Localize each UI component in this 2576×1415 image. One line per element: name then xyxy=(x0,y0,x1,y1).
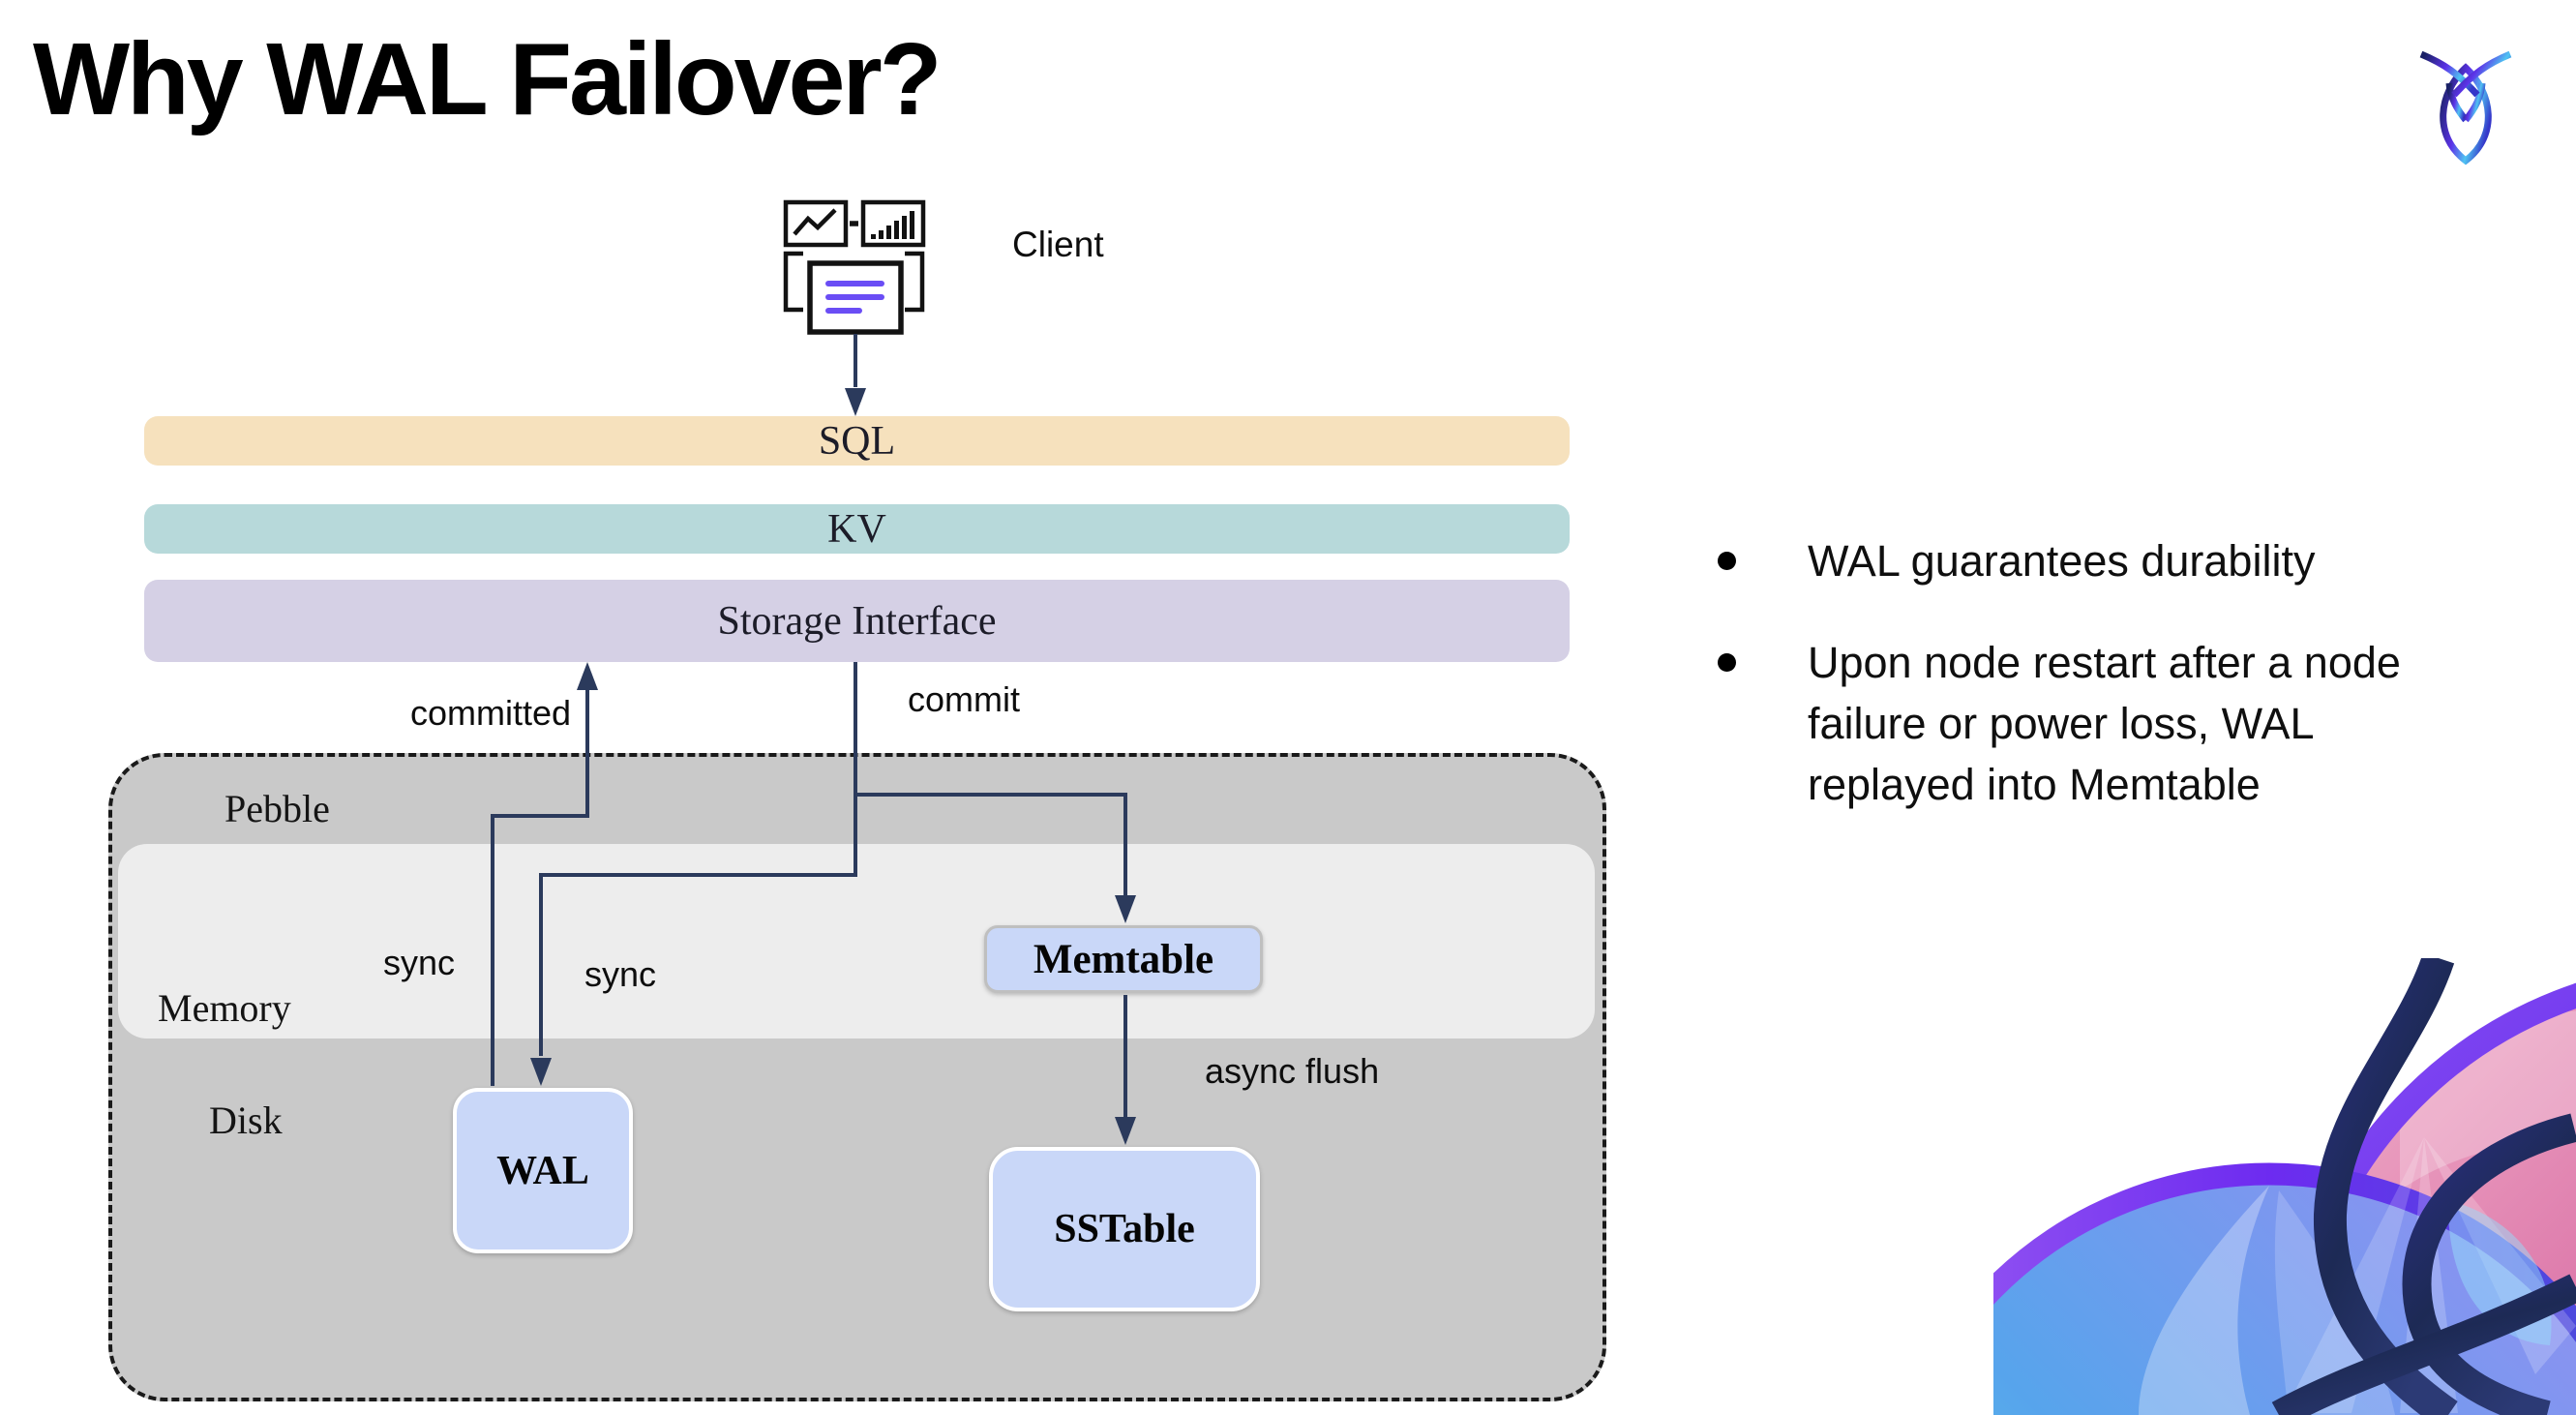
wal-node: WAL xyxy=(453,1088,633,1253)
layer-label-storage-interface: Storage Interface xyxy=(717,598,997,644)
layer-bar-storage-interface: Storage Interface xyxy=(144,580,1570,662)
page-title: Why WAL Failover? xyxy=(33,22,942,136)
memtable-node: Memtable xyxy=(984,925,1263,993)
bullet-item: WAL guarantees durability xyxy=(1711,530,2485,591)
wal-node-label: WAL xyxy=(496,1148,589,1193)
disk-zone-label: Disk xyxy=(209,1099,283,1142)
bullet-text: WAL guarantees durability xyxy=(1808,536,2316,586)
arrowhead-committed-up xyxy=(577,662,598,690)
cockroachdb-brand-art xyxy=(1993,958,2576,1415)
client-node-label: Client xyxy=(1012,225,1104,264)
edge-label-async-flush: async flush xyxy=(1205,1051,1380,1091)
layer-label-sql: SQL xyxy=(818,418,896,464)
bullet-item: Upon node restart after a node failure o… xyxy=(1711,632,2485,815)
edge-label-committed: committed xyxy=(410,693,572,733)
edge-label-commit: commit xyxy=(908,679,1020,719)
memory-band xyxy=(118,844,1595,1039)
pebble-label: Pebble xyxy=(225,787,330,830)
sstable-node-label: SSTable xyxy=(1054,1207,1195,1251)
edge-label-sync-left: sync xyxy=(383,943,456,982)
sstable-node: SSTable xyxy=(989,1147,1260,1311)
memory-zone-label: Memory xyxy=(158,986,291,1030)
bullet-text: Upon node restart after a node failure o… xyxy=(1808,638,2401,809)
arrowhead-client-sql xyxy=(845,388,866,416)
client-workstation-icon xyxy=(779,196,929,336)
bullet-dot xyxy=(1718,653,1736,672)
bullet-dot xyxy=(1718,552,1736,570)
layer-label-kv: KV xyxy=(827,506,886,552)
layer-bar-kv: KV xyxy=(144,504,1570,554)
layer-bar-sql: SQL xyxy=(144,416,1570,466)
cockroachdb-logo-icon xyxy=(2408,43,2524,166)
memtable-node-label: Memtable xyxy=(1033,936,1214,982)
bullet-list: WAL guarantees durability Upon node rest… xyxy=(1711,530,2485,856)
edge-label-sync-right: sync xyxy=(584,954,657,994)
